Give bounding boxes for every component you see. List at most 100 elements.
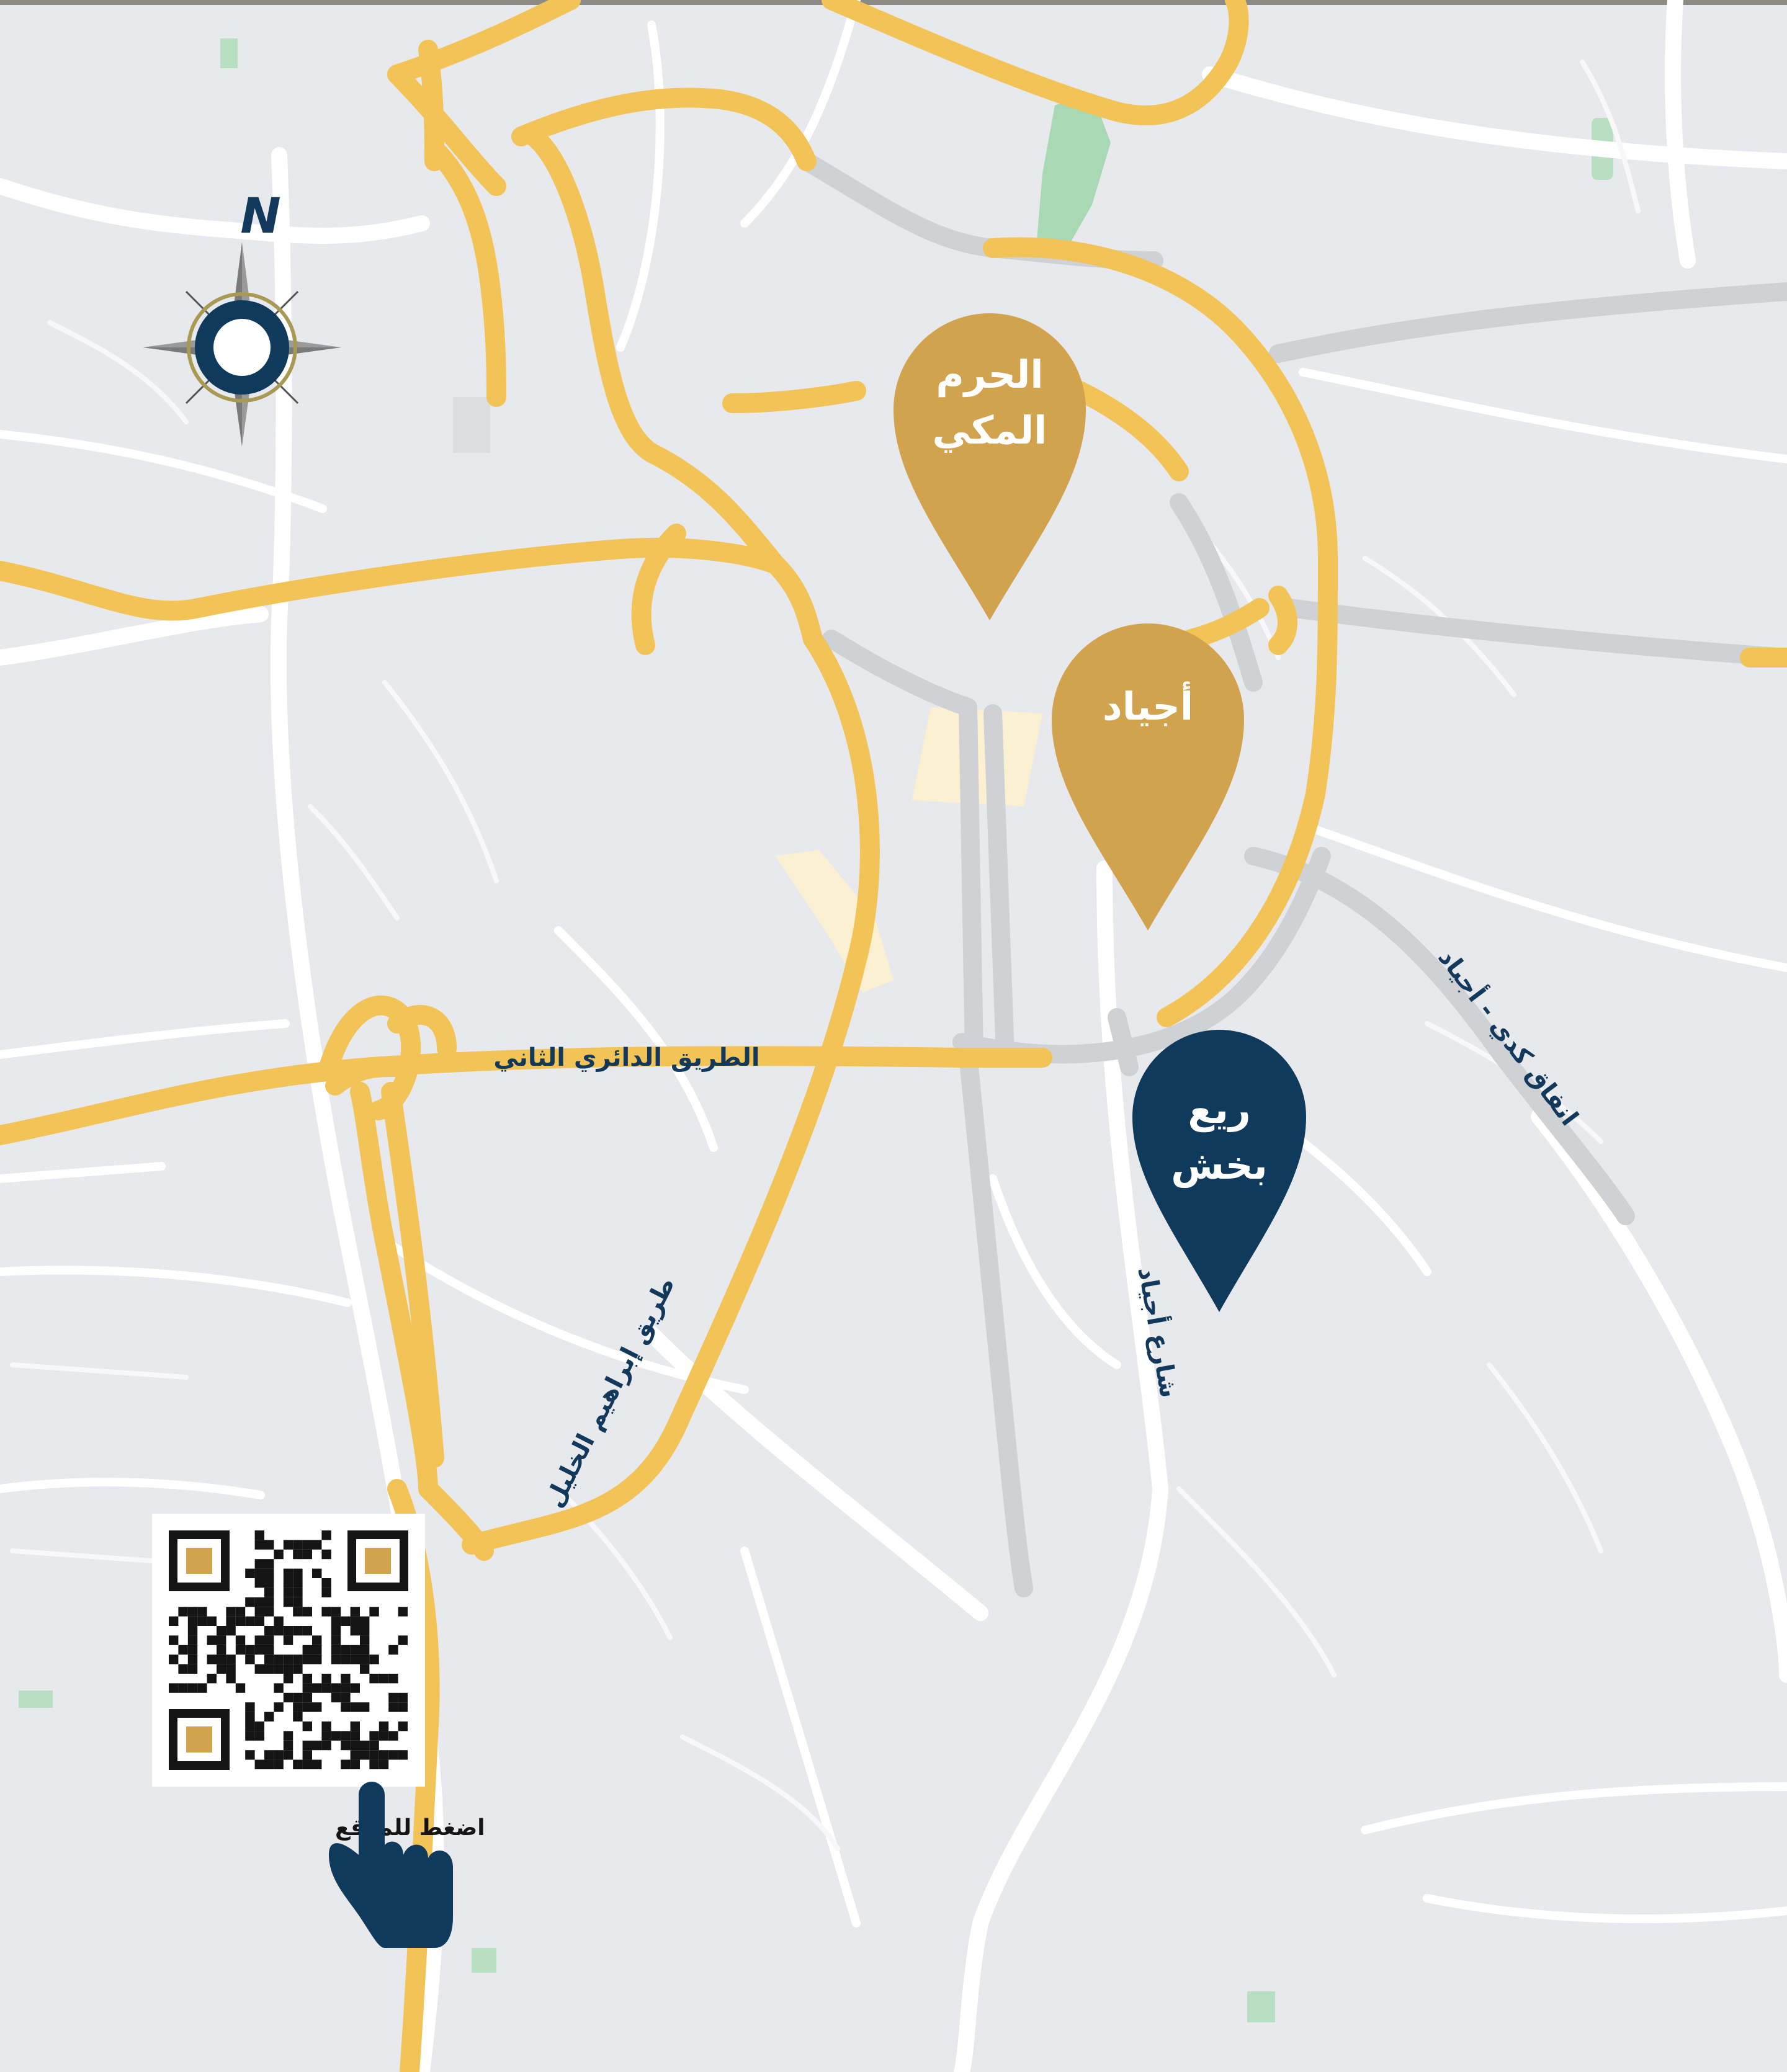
qr-module [197,1683,207,1693]
qr-module [302,1645,312,1655]
qr-module [254,1731,264,1741]
qr-module [293,1568,303,1578]
marker-project[interactable]: ريع بخش [1132,1030,1306,1312]
qr-module [331,1731,341,1741]
qr-module [331,1645,341,1655]
qr-module [274,1616,284,1626]
qr-module [331,1607,341,1617]
qr-module [207,1654,217,1664]
qr-module [283,1626,293,1636]
qr-module [312,1702,322,1712]
qr-module [312,1654,322,1664]
qr-module [207,1616,217,1626]
qr-module [178,1607,188,1617]
qr-module [321,1674,331,1684]
qr-module [302,1549,312,1560]
qr-module [360,1645,370,1655]
qr-module [254,1578,264,1588]
qr-code[interactable]: اضغط للموقع [152,1514,485,1841]
qr-module [254,1616,264,1626]
qr-modules [169,1530,408,1769]
qr-module [378,1750,389,1760]
qr-module [321,1740,331,1751]
qr-module [254,1568,264,1578]
qr-module [350,1645,360,1655]
qr-module [302,1540,312,1550]
qr-module [283,1731,293,1741]
qr-module [398,1607,408,1617]
qr-module [398,1692,408,1703]
qr-module [207,1674,217,1684]
qr-module [341,1692,351,1703]
qr-module [178,1664,188,1674]
road-label-ring-road: الطريق الدائري الثاني [493,1043,759,1072]
qr-module [197,1607,207,1617]
qr-module [235,1683,246,1693]
qr-module [254,1664,264,1674]
qr-module [254,1597,264,1607]
marker-pin-ajyad [1052,623,1244,931]
qr-module [264,1559,274,1569]
qr-module [217,1654,226,1664]
qr-module [360,1702,370,1712]
qr-module [274,1654,284,1664]
qr-module [264,1597,274,1607]
qr-module [245,1712,255,1721]
qr-module [369,1731,379,1741]
qr-module [217,1664,226,1674]
qr-module [341,1654,351,1664]
qr-module [254,1607,264,1617]
qr-module [360,1626,370,1636]
qr-module [169,1683,179,1693]
qr-module [331,1692,341,1703]
qr-module [341,1645,351,1655]
qr-module [321,1587,331,1597]
qr-module [274,1759,284,1769]
marker-haram[interactable]: الحرم المكي [894,313,1086,620]
qr-module [283,1540,293,1550]
qr-module [245,1645,255,1655]
qr-module [283,1750,293,1760]
qr-module [331,1683,341,1693]
qr-module [302,1607,312,1617]
qr-module [264,1626,274,1636]
qr-module [350,1683,360,1693]
qr-module [360,1740,370,1751]
qr-module [245,1654,255,1664]
qr-module [360,1750,370,1760]
qr-module [226,1626,236,1636]
qr-module [350,1626,360,1636]
qr-module [226,1607,236,1617]
qr-module [217,1645,226,1655]
qr-module [254,1540,264,1550]
pointing-hand-icon [329,1782,453,1948]
qr-module [226,1616,236,1626]
qr-module [187,1664,198,1674]
qr-module [302,1721,312,1731]
qr-module [302,1702,312,1712]
qr-module [274,1664,284,1674]
qr-module [283,1740,293,1751]
qr-module [293,1654,303,1664]
qr-module [302,1692,312,1703]
qr-module [312,1759,322,1769]
qr-module [302,1740,312,1751]
qr-module [254,1635,264,1645]
qr-module [302,1750,312,1760]
qr-module [388,1731,398,1741]
qr-module [254,1721,264,1731]
qr-module [274,1702,284,1712]
qr-module [312,1740,322,1751]
qr-module [245,1597,255,1607]
qr-module [283,1654,293,1664]
qr-module [217,1635,226,1645]
qr-module [169,1654,179,1664]
qr-module [217,1626,226,1636]
qr-module [187,1683,198,1693]
qr-module [245,1721,255,1731]
marker-ajyad[interactable]: أجياد [1052,623,1244,931]
qr-module [321,1731,331,1741]
qr-module [369,1759,379,1769]
ibrahim-khalil-road [462,629,880,1555]
